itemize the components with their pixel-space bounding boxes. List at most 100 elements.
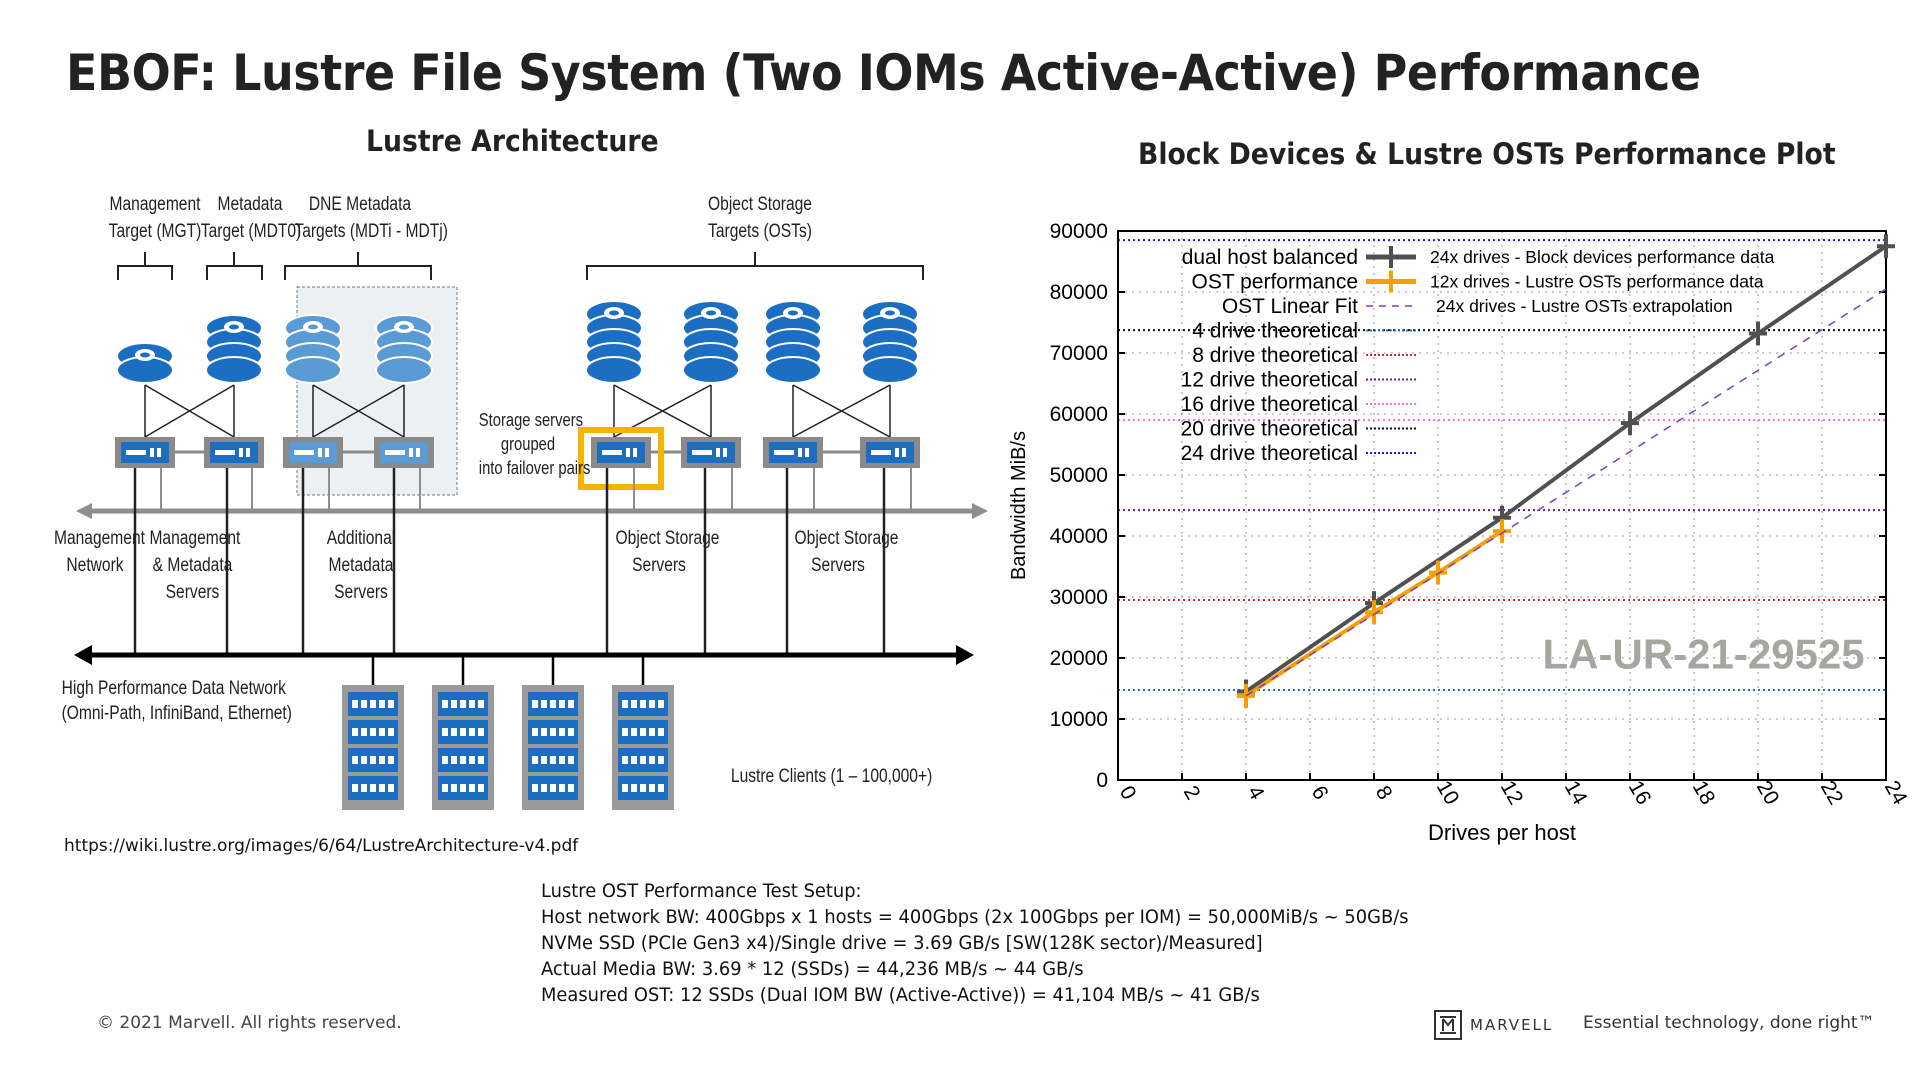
architecture-heading: Lustre Architecture xyxy=(366,124,659,158)
setup-line: Measured OST: 12 SSDs (Dual IOM BW (Acti… xyxy=(541,984,1260,1006)
y-axis-label: Bandwidth MiB/s xyxy=(1008,431,1030,580)
client-rack-icon xyxy=(522,655,584,810)
data-point xyxy=(1429,560,1447,585)
x-tick-label: 8 xyxy=(1371,782,1397,804)
disk-stack-icon xyxy=(861,300,919,384)
legend-label: 16 drive theoretical xyxy=(1181,393,1358,416)
target-brackets xyxy=(117,252,924,280)
setup-heading: Lustre OST Performance Test Setup: xyxy=(541,880,862,902)
x-tick-label: 2 xyxy=(1179,782,1205,804)
disk-stack-icon xyxy=(585,300,643,384)
y-tick-label: 50000 xyxy=(1050,464,1108,487)
server-icon xyxy=(763,437,823,468)
label-clients: Lustre Clients (1 – 100,000+) xyxy=(730,766,933,787)
storage-targets xyxy=(116,300,919,384)
legend-label: 24 drive theoretical xyxy=(1181,442,1358,465)
server-icon xyxy=(374,437,434,468)
x-axis-label: Drives per host xyxy=(1428,820,1576,845)
server-icon xyxy=(115,437,175,468)
disk-stack-icon xyxy=(375,314,433,384)
test-setup: Lustre OST Performance Test Setup: Host … xyxy=(541,878,1409,1008)
data-network-links xyxy=(133,468,886,655)
legend-label: 4 drive theoretical xyxy=(1192,320,1358,343)
x-tick-label: 16 xyxy=(1624,777,1656,809)
failover-connections xyxy=(144,384,891,438)
brand-name: MARVELL xyxy=(1470,1016,1554,1034)
y-tick-label: 90000 xyxy=(1050,220,1108,243)
client-rack-icon xyxy=(612,655,674,810)
x-tick-label: 20 xyxy=(1752,777,1784,809)
series-line xyxy=(1244,529,1504,698)
setup-line: Host network BW: 400Gbps x 1 hosts = 400… xyxy=(541,906,1409,928)
y-tick-label: 70000 xyxy=(1050,342,1108,365)
watermark-text: LA-UR-21-29525 xyxy=(1543,630,1865,677)
legend-label: OST Linear Fit xyxy=(1222,295,1358,318)
x-tick-label: 10 xyxy=(1432,777,1464,809)
legend-annotation: 24x drives - Lustre OSTs extrapolation xyxy=(1436,296,1733,316)
client-rack-icon xyxy=(432,655,494,810)
data-point xyxy=(1493,519,1511,544)
disk-stack-icon xyxy=(682,300,740,384)
x-tick-label: 22 xyxy=(1816,777,1848,809)
lustre-clients xyxy=(342,655,674,810)
x-tick-label: 6 xyxy=(1307,782,1333,804)
performance-chart: 0 10000 20000 30000 40000 50000 60000 70000 8000… xyxy=(1008,220,1912,845)
server-icon xyxy=(204,437,264,468)
setup-line: NVMe SSD (PCIe Gen3 x4)/Single drive = 3… xyxy=(541,932,1263,954)
client-rack-icon xyxy=(342,655,404,810)
server-icon xyxy=(283,437,343,468)
plot-heading: Block Devices & Lustre OSTs Performance … xyxy=(1138,137,1836,171)
marvell-logo: MARVELL xyxy=(1434,1010,1553,1040)
copyright: © 2021 Marvell. All rights reserved. xyxy=(97,1013,402,1033)
data-point xyxy=(1621,411,1639,436)
x-tick-label: 4 xyxy=(1243,782,1269,804)
source-url[interactable]: https://wiki.lustre.org/images/6/64/Lust… xyxy=(64,836,579,856)
legend-annotation: 24x drives - Block devices performance d… xyxy=(1430,247,1775,267)
legend-annotation: 12x drives - Lustre OSTs performance dat… xyxy=(1430,272,1764,292)
disk-stack-icon xyxy=(205,314,263,384)
legend-label: 12 drive theoretical xyxy=(1181,369,1358,392)
disk-stack-icon xyxy=(764,300,822,384)
data-point xyxy=(1877,234,1895,259)
setup-line: Actual Media BW: 3.69 * 12 (SSDs) = 44,2… xyxy=(541,958,1084,980)
tagline: Essential technology, done right™ xyxy=(1583,1013,1875,1033)
x-tick-label: 24 xyxy=(1880,777,1912,809)
highlighted-server-box xyxy=(578,427,664,490)
x-tick-label: 18 xyxy=(1688,777,1720,809)
y-tick-label: 20000 xyxy=(1050,647,1108,670)
data-point xyxy=(1365,600,1383,625)
disk-stack-icon xyxy=(116,342,174,384)
series-line xyxy=(1245,288,1887,697)
y-tick-label: 0 xyxy=(1096,769,1108,792)
data-point xyxy=(1749,321,1767,346)
mgmt-network-links xyxy=(160,468,912,511)
storage-servers xyxy=(115,437,920,468)
label-hpdn: High Performance Data Network(Omni-Path,… xyxy=(61,678,292,724)
legend-label: dual host balanced xyxy=(1182,246,1358,269)
management-network-line xyxy=(76,503,988,519)
y-tick-label: 10000 xyxy=(1050,708,1108,731)
legend-label: OST performance xyxy=(1191,271,1358,294)
y-tick-label: 30000 xyxy=(1050,586,1108,609)
y-tick-label: 80000 xyxy=(1050,281,1108,304)
x-tick-label: 0 xyxy=(1115,782,1141,804)
lustre-architecture-diagram xyxy=(74,252,988,810)
marvell-logo-icon xyxy=(1434,1010,1462,1040)
x-tick-label: 12 xyxy=(1496,777,1528,809)
server-icon xyxy=(591,437,651,468)
y-tick-label: 40000 xyxy=(1050,525,1108,548)
data-network-line xyxy=(74,645,974,665)
legend-label: 8 drive theoretical xyxy=(1192,344,1358,367)
series-line xyxy=(1244,244,1888,694)
y-tick-label: 60000 xyxy=(1050,403,1108,426)
disk-stack-icon xyxy=(284,314,342,384)
